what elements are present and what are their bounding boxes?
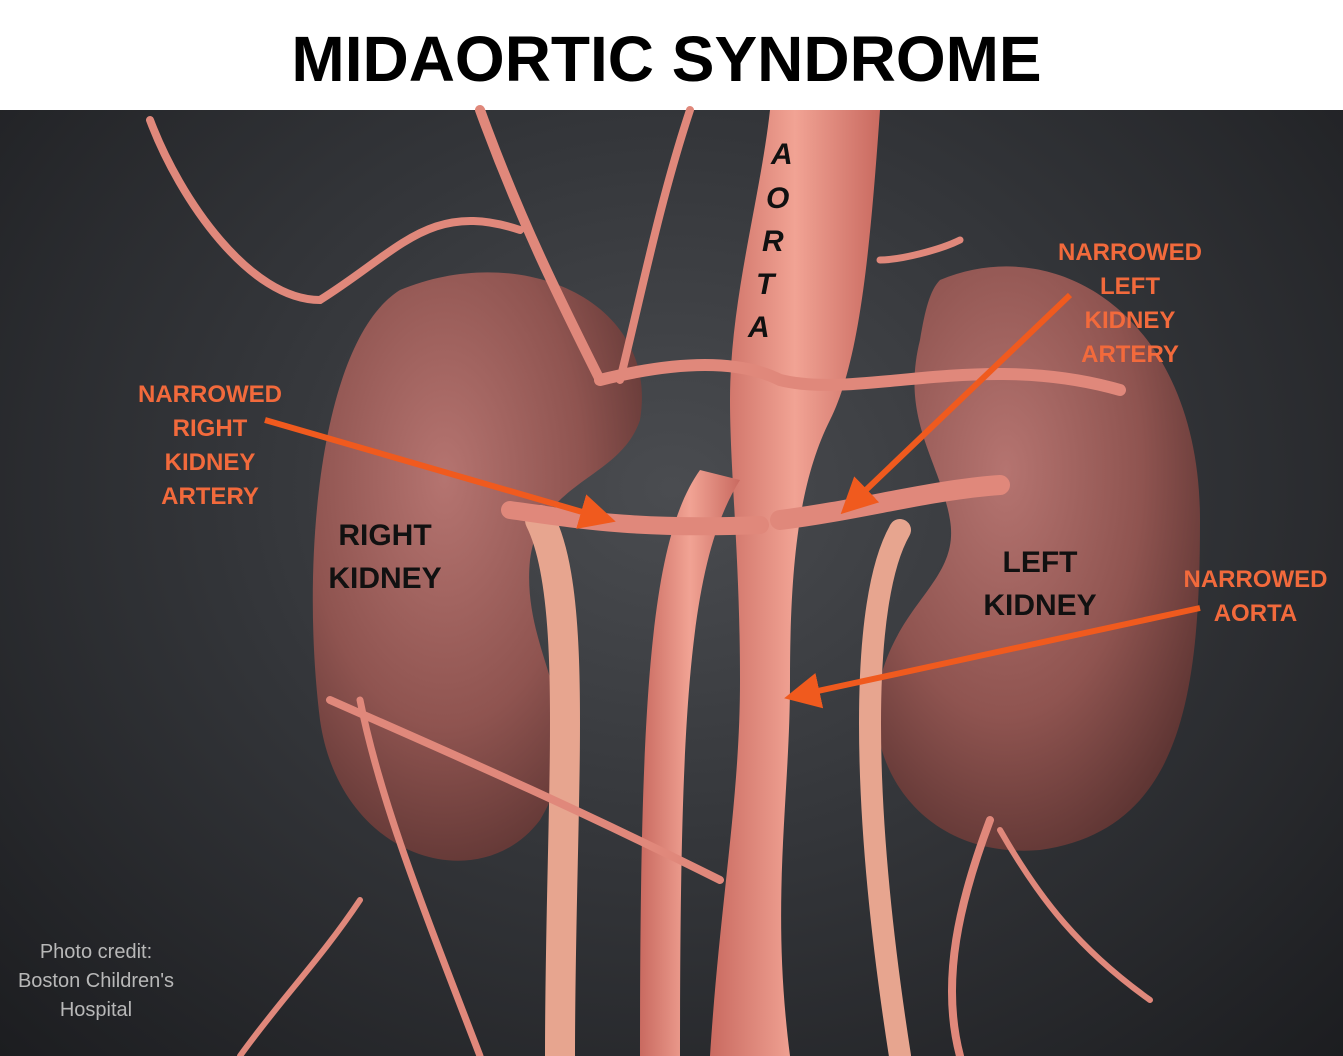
label-narrowed-right-kidney-artery: NARROWED RIGHT KIDNEY ARTERY <box>120 378 300 514</box>
arteries <box>146 105 1153 1056</box>
label-narrowed-aorta: NARROWED AORTA <box>1168 563 1343 631</box>
title-header: MIDAORTIC SYNDROME <box>0 0 1343 110</box>
label-line: RIGHT <box>338 519 432 552</box>
label-line: KIDNEY <box>983 589 1097 622</box>
ureters <box>525 505 911 1056</box>
aorta-letter: A <box>748 311 770 344</box>
credit-line: Photo credit: <box>39 941 153 963</box>
label-line: KIDNEY <box>1084 307 1176 334</box>
vena-cava <box>640 470 740 1056</box>
right-kidney-shape <box>312 272 642 861</box>
label-narrowed-left-kidney-artery: NARROWED LEFT KIDNEY ARTERY <box>1040 236 1220 372</box>
label-line: KIDNEY <box>328 562 442 595</box>
credit-line: Hospital <box>59 999 133 1021</box>
aorta-letter: R <box>762 225 784 258</box>
diagram-title: MIDAORTIC SYNDROME <box>291 23 1042 95</box>
label-line: KIDNEY <box>164 449 256 476</box>
arrow-right-kidney-artery <box>264 417 616 529</box>
label-line: LEFT <box>1100 273 1160 300</box>
aorta-shape <box>710 110 880 1056</box>
label-line: NARROWED <box>1183 566 1328 593</box>
left-kidney-shape <box>876 266 1200 851</box>
aorta-letter: A <box>771 138 793 171</box>
label-left-kidney: LEFT KIDNEY <box>965 541 1115 627</box>
aorta-letter: O <box>766 182 790 215</box>
label-line: RIGHT <box>172 415 248 442</box>
label-line: NARROWED <box>1058 239 1202 266</box>
label-line: AORTA <box>1213 600 1298 627</box>
label-right-kidney: RIGHT KIDNEY <box>310 514 460 600</box>
label-line: ARTERY <box>1081 341 1179 368</box>
label-line: NARROWED <box>138 381 282 408</box>
label-line: ARTERY <box>161 483 259 510</box>
aorta-letter: T <box>756 268 775 301</box>
annotation-arrows <box>264 292 1201 709</box>
arrow-narrowed-aorta <box>784 605 1201 709</box>
photo-credit: Photo credit: Boston Children's Hospital <box>4 938 188 1025</box>
label-line: LEFT <box>1002 546 1078 579</box>
credit-line: Boston Children's <box>17 970 175 992</box>
arrow-left-kidney-artery <box>840 292 1073 515</box>
